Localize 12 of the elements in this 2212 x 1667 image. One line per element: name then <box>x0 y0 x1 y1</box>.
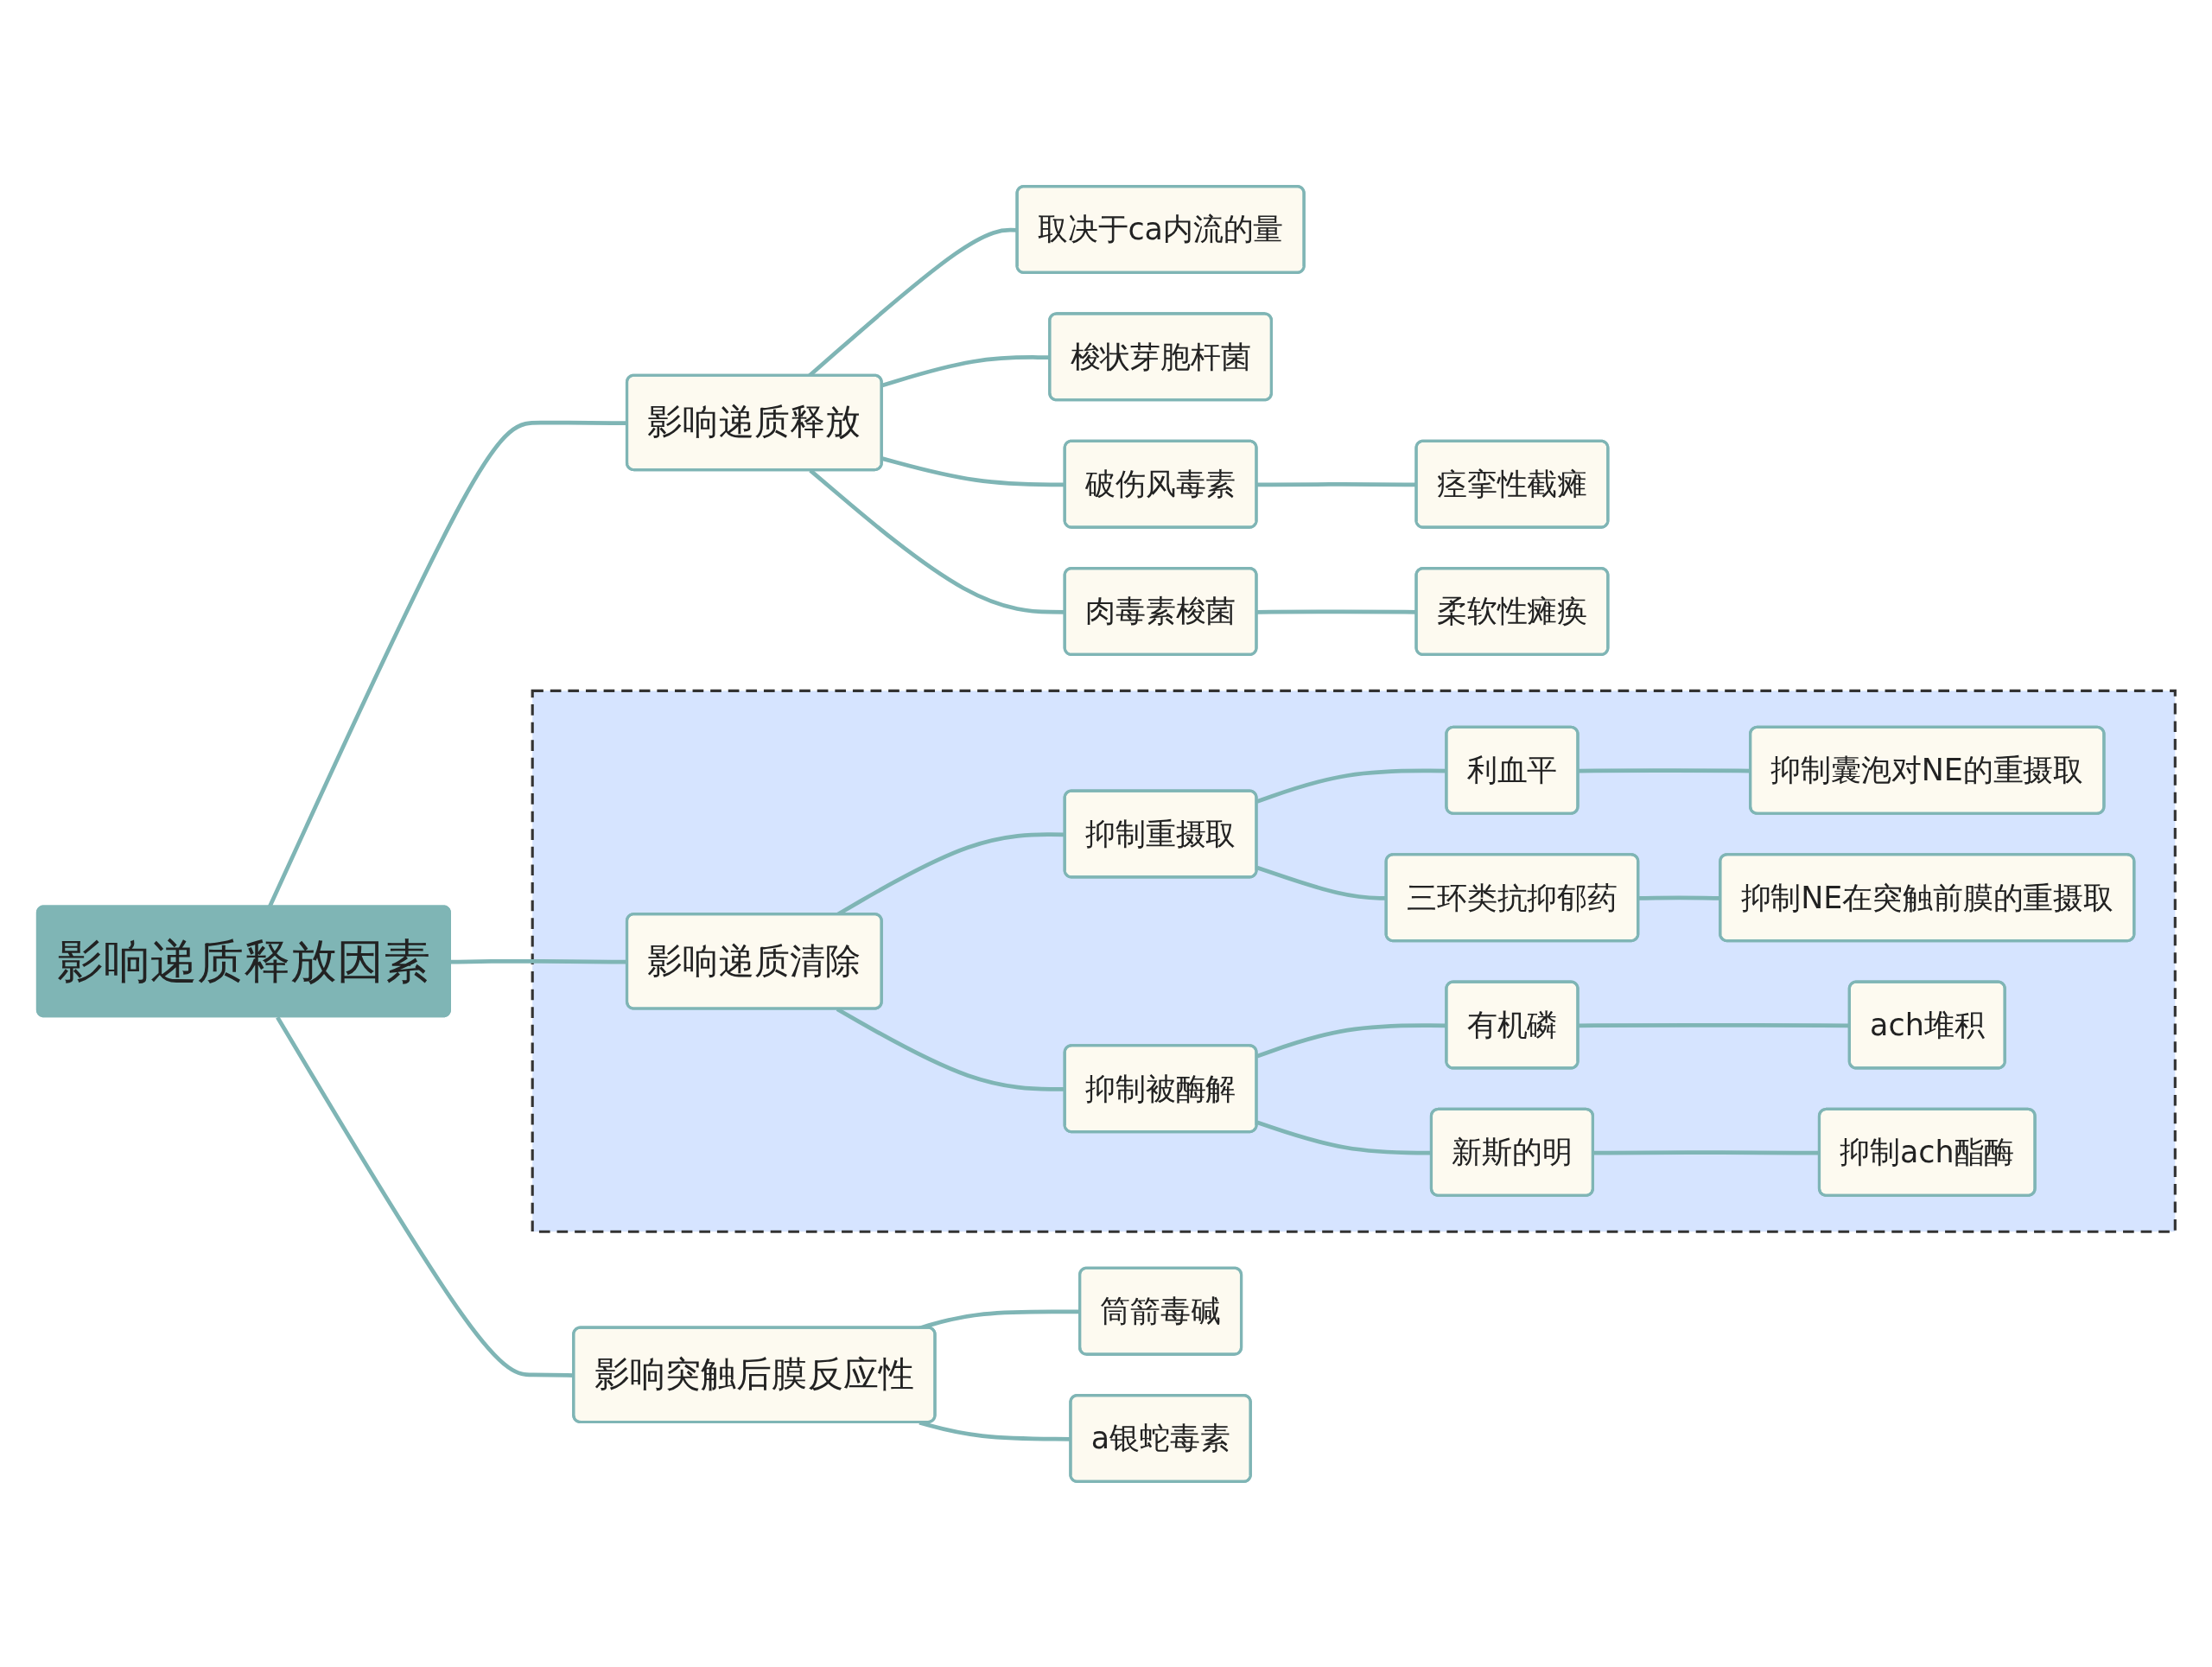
connector <box>1256 1120 1433 1155</box>
connector <box>881 455 1065 487</box>
connector <box>1256 768 1447 804</box>
connector <box>1256 608 1417 614</box>
connector <box>881 354 1051 387</box>
connector <box>1578 1022 1851 1028</box>
connector <box>1593 1149 1821 1155</box>
connector <box>1638 895 1721 900</box>
connector <box>1256 481 1417 487</box>
connector <box>1256 1022 1447 1058</box>
connector <box>1578 767 1751 773</box>
cluster <box>531 689 2177 1233</box>
